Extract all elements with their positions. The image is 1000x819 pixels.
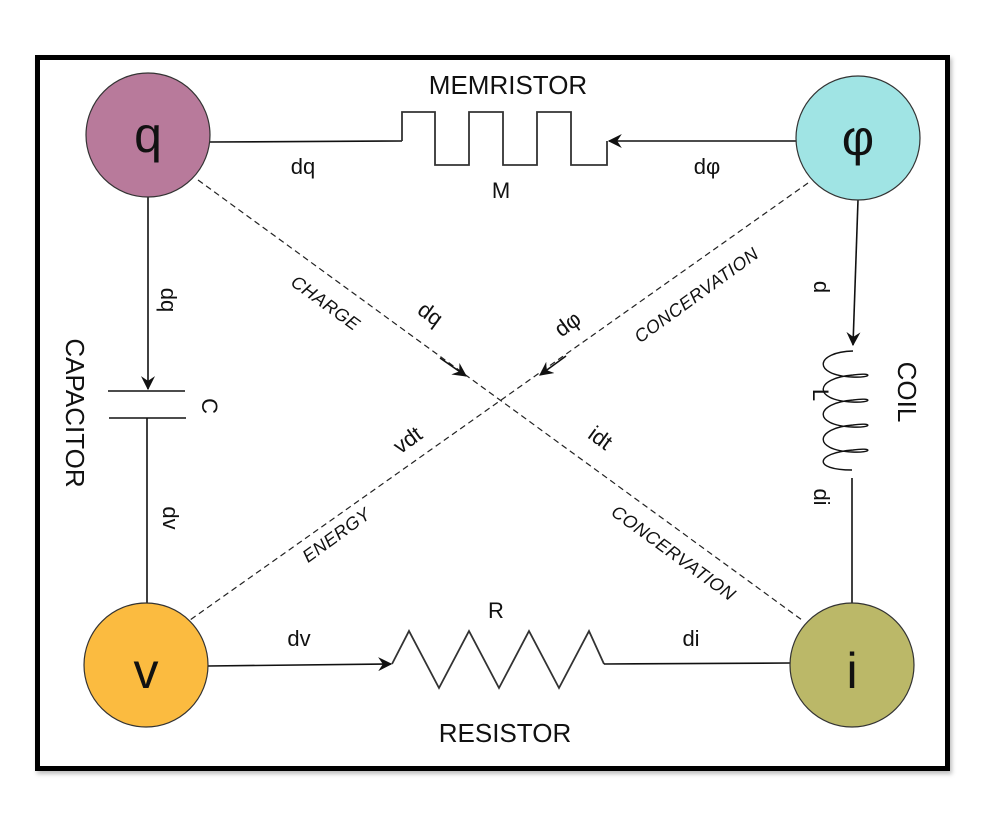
node-v-circle — [83, 602, 209, 728]
charge-conservation-line — [197, 179, 803, 621]
node-phi: φ — [795, 75, 921, 201]
v-resistor-arrow — [207, 657, 393, 672]
capacitor-symbol-label: C — [197, 398, 222, 414]
capacitor-dv-label: dv — [158, 506, 183, 529]
coil-di-label: di — [809, 488, 834, 505]
resistor-di-label: di — [682, 626, 699, 651]
coil-symbol-label: L — [808, 389, 833, 401]
node-q-label: q — [134, 107, 162, 163]
node-q: q — [85, 72, 211, 198]
q-memristor-wire — [209, 140, 403, 143]
dphi-diagonal-arrow — [539, 355, 567, 376]
resistor-i-wire — [603, 662, 791, 665]
energy-conservation-line — [189, 182, 809, 621]
node-phi-label: φ — [842, 110, 874, 166]
memristor-symbol — [401, 111, 608, 166]
node-phi-circle — [795, 75, 921, 201]
resistor-title: RESISTOR — [439, 718, 571, 748]
coil-d-label: d — [809, 281, 834, 293]
node-i-label: i — [846, 643, 857, 699]
capacitor-dq-label: dq — [156, 288, 181, 312]
node-v: v — [83, 602, 209, 728]
resistor-dv-label: dv — [287, 626, 310, 651]
memristor-dq-label: dq — [291, 154, 315, 179]
node-i: i — [789, 602, 915, 728]
resistor-symbol — [391, 628, 605, 690]
memristor-symbol-label: M — [492, 178, 510, 203]
memristor-dphi-label: dφ — [694, 154, 721, 179]
node-q-circle — [85, 72, 211, 198]
coil-title: COIL — [892, 362, 922, 423]
phi-coil-arrow — [846, 199, 861, 347]
node-i-circle — [789, 602, 915, 728]
memristor-title: MEMRISTOR — [429, 70, 587, 100]
capacitor-title: CAPACITOR — [60, 338, 90, 487]
node-v-label: v — [134, 643, 159, 699]
resistor-symbol-label: R — [488, 598, 504, 623]
coil-symbol — [822, 350, 869, 471]
dq-diagonal-arrow — [439, 357, 467, 377]
